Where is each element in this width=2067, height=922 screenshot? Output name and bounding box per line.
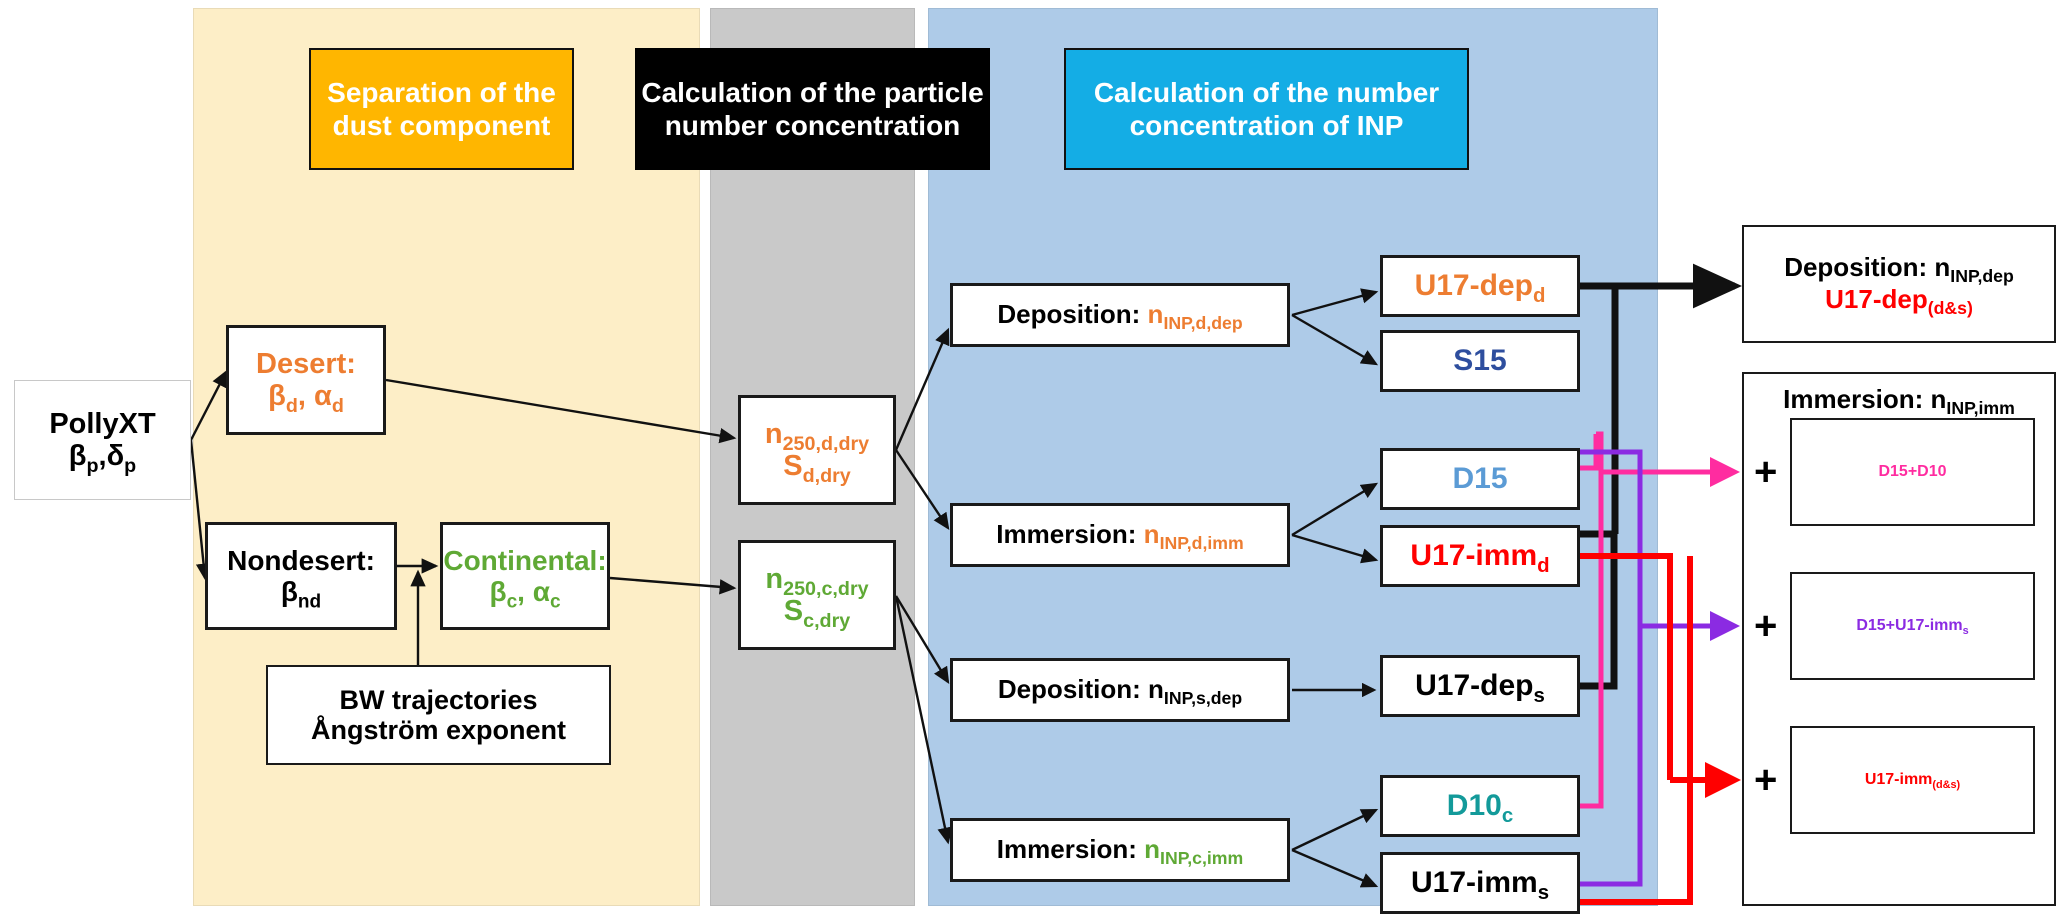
node-pollyxt: PollyXT βp,δp bbox=[14, 380, 191, 500]
node-pollyxt-line2: βp,δp bbox=[68, 440, 137, 477]
node-u17-imm-d: U17-immd bbox=[1380, 525, 1580, 587]
node-pollyxt-line1: PollyXT bbox=[49, 407, 156, 440]
node-n250c-line2: Sc,dry bbox=[783, 595, 851, 632]
banner-particle-number-concentration: Calculation of the particle number conce… bbox=[635, 48, 990, 170]
node-immersion-continental: Immersion: nINP,c,imm bbox=[950, 818, 1290, 882]
node-n250-continental-dry: n250,c,dry Sc,dry bbox=[738, 540, 896, 650]
banner-inp-number-concentration: Calculation of the number concentration … bbox=[1064, 48, 1469, 170]
node-n250-dust-dry: n250,d,dry Sd,dry bbox=[738, 395, 896, 505]
node-desert-line1: Desert: bbox=[256, 347, 356, 380]
node-d15-label: D15 bbox=[1452, 462, 1508, 496]
plus-sign-1: + bbox=[1754, 450, 1778, 494]
node-n250c-line1: n250,c,dry bbox=[765, 562, 869, 600]
node-u17-dep-d-label: U17-depd bbox=[1414, 269, 1546, 308]
node-d10-c: D10c bbox=[1380, 775, 1580, 837]
node-s15: S15 bbox=[1380, 330, 1580, 392]
node-bw-line2: Ångström exponent bbox=[310, 715, 566, 745]
node-dep-s-label: Deposition: nINP,s,dep bbox=[997, 674, 1243, 709]
result-deposition-title: Deposition: nINP,dep bbox=[1784, 252, 2014, 287]
node-bw-trajectories: BW trajectories Ångström exponent bbox=[266, 665, 611, 765]
result-d15-plus-u17-imm-s: D15+U17-imms bbox=[1790, 572, 2035, 680]
node-desert-line2: βd, αd bbox=[268, 380, 344, 417]
node-nondesert-line2: βnd bbox=[280, 576, 322, 613]
plus-sign-2: + bbox=[1754, 604, 1778, 648]
node-d15: D15 bbox=[1380, 448, 1580, 510]
node-n250d-line1: n250,d,dry bbox=[764, 417, 870, 455]
node-deposition-soot: Deposition: nINP,s,dep bbox=[950, 658, 1290, 722]
node-u17-imm-s: U17-imms bbox=[1380, 852, 1580, 914]
node-desert: Desert: βd, αd bbox=[226, 325, 386, 435]
node-immersion-dust: Immersion: nINP,d,imm bbox=[950, 503, 1290, 567]
node-imm-c-label: Immersion: nINP,c,imm bbox=[996, 834, 1244, 869]
result-group-deposition: Deposition: nINP,dep U17-dep(d&s) bbox=[1742, 225, 2056, 343]
result-deposition-value: U17-dep(d&s) bbox=[1825, 284, 1973, 319]
node-deposition-dust: Deposition: nINP,d,dep bbox=[950, 283, 1290, 347]
node-d10-c-label: D10c bbox=[1446, 789, 1514, 828]
node-u17-imm-s-label: U17-imms bbox=[1410, 866, 1550, 905]
result-u17-imm-ds: U17-imm(d&s) bbox=[1790, 726, 2035, 834]
node-s15-label: S15 bbox=[1453, 344, 1507, 378]
node-u17-dep-s: U17-deps bbox=[1380, 655, 1580, 717]
node-u17-dep-d: U17-depd bbox=[1380, 255, 1580, 317]
result-d15-plus-u17-imm-s-label: D15+U17-imms bbox=[1856, 617, 1969, 638]
plus-sign-3: + bbox=[1754, 758, 1778, 802]
result-immersion-title: Immersion: nINP,imm bbox=[1783, 384, 2015, 419]
node-n250d-line2: Sd,dry bbox=[783, 450, 851, 487]
node-nondesert-line1: Nondesert: bbox=[227, 544, 375, 576]
banner-separation-of-dust: Separation of the dust component bbox=[309, 48, 574, 170]
node-dep-d-label: Deposition: nINP,d,dep bbox=[997, 299, 1243, 334]
node-nondesert: Nondesert: βnd bbox=[205, 522, 397, 630]
result-u17-imm-ds-label: U17-imm(d&s) bbox=[1864, 771, 1961, 792]
node-imm-d-label: Immersion: nINP,d,imm bbox=[996, 519, 1244, 554]
node-u17-imm-d-label: U17-immd bbox=[1410, 539, 1550, 578]
node-continental-line1: Continental: bbox=[443, 544, 607, 576]
result-d15-plus-d10-label: D15+D10 bbox=[1878, 463, 1947, 481]
result-d15-plus-d10: D15+D10 bbox=[1790, 418, 2035, 526]
node-continental-line2: βc, αc bbox=[489, 576, 561, 613]
node-u17-dep-s-label: U17-deps bbox=[1415, 669, 1545, 708]
node-bw-line1: BW trajectories bbox=[339, 684, 538, 715]
node-continental: Continental: βc, αc bbox=[440, 522, 610, 630]
